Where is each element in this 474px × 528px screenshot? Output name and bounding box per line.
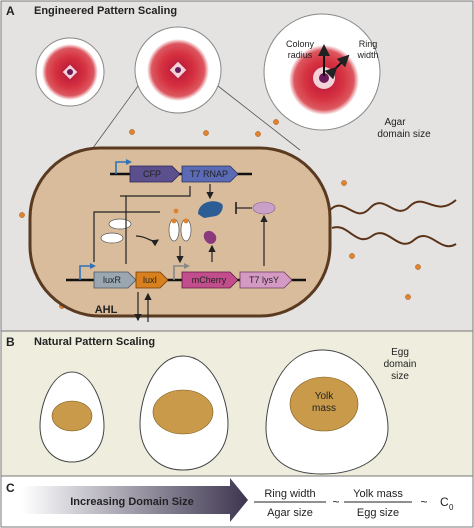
- luxr-gene: [93, 271, 137, 289]
- luxi-gene-label: luxI: [143, 275, 157, 285]
- constant-c: C: [440, 495, 449, 509]
- luxr-protein-2: [100, 232, 124, 244]
- agar-size-denominator: Agar size: [267, 507, 313, 519]
- egg-domain-label-1: Egg: [391, 347, 409, 358]
- panel-c-letter: C: [6, 481, 15, 495]
- ring-width-label-2: width: [356, 50, 378, 60]
- panel-b: B Natural Pattern Scaling Yolk mass Egg …: [0, 330, 474, 477]
- top-promoter-arrow: [115, 161, 128, 174]
- yolk-mass-label-1: Yolk: [315, 391, 335, 402]
- yolk-mass-label-2: mass: [312, 403, 336, 414]
- ring-width-numerator: Ring width: [264, 488, 315, 500]
- small-egg: [39, 371, 105, 463]
- ring-width-label-1: Ring: [359, 39, 378, 49]
- mcherry-gene-label: mCherry: [192, 275, 227, 285]
- ring-width-arrow: [324, 54, 350, 80]
- ahl-label: AHL: [95, 304, 118, 316]
- tilde-2: ~: [420, 495, 427, 509]
- lux-promoter-arrow: [173, 265, 186, 280]
- zoom-line-left: [89, 85, 139, 153]
- agar-domain-label-2: domain size: [377, 129, 431, 140]
- domain-size-arrow-label: Increasing Domain Size: [70, 496, 193, 508]
- mcherry-gene: [181, 271, 239, 289]
- t7-rnap-protein: [198, 201, 223, 218]
- medium-agar-plate: [134, 26, 222, 114]
- panel-a: A Engineered Pattern Scaling Colo: [0, 0, 474, 332]
- colony-radius-label-2: radius: [288, 50, 313, 60]
- large-yolk: [289, 376, 359, 432]
- panel-b-letter: B: [6, 335, 15, 349]
- luxr-gene-label: luxR: [103, 275, 122, 285]
- egg-domain-label-2: domain: [384, 359, 417, 370]
- egg-domain-label-3: size: [391, 371, 409, 382]
- panel-c: C Increasing Domain Size Ring width Agar…: [0, 475, 474, 528]
- large-egg: Yolk mass: [265, 349, 389, 475]
- t7-lysozyme-protein: [252, 201, 276, 215]
- constant-subscript: 0: [449, 503, 454, 512]
- flagella: [329, 199, 457, 248]
- t7-rnap-gene-label: T7 RNAP: [190, 169, 228, 179]
- t7-lysy-gene-label: T7 lysY: [249, 275, 279, 285]
- luxr-protein-1: [108, 218, 132, 230]
- panel-a-letter: A: [6, 4, 15, 18]
- luxr-promoter-arrow: [79, 265, 92, 280]
- agar-domain-label-1: Agar: [384, 117, 406, 128]
- bottom-operon: luxR luxI mCherry T7 lysY: [66, 263, 306, 289]
- ahl-diffusion-arrows: [134, 292, 152, 322]
- luxi-gene: [135, 271, 169, 289]
- medium-egg: [139, 355, 229, 471]
- small-yolk: [51, 400, 93, 432]
- large-agar-plate: Colony radius Ring width: [263, 13, 381, 131]
- top-operon: CFP T7 RNAP: [110, 159, 252, 183]
- domain-size-arrow: [22, 478, 248, 522]
- tilde-1: ~: [332, 495, 339, 509]
- colony-radius-label-1: Colony: [286, 39, 315, 49]
- zoom-line-right: [217, 85, 301, 151]
- cfp-gene-label: CFP: [143, 169, 161, 179]
- egg-size-denominator: Egg size: [357, 507, 399, 519]
- t7-lysy-gene: [239, 271, 293, 289]
- panel-a-title: Engineered Pattern Scaling: [34, 5, 177, 17]
- intracellular-ahl: [173, 208, 179, 214]
- cfp-gene: [129, 165, 181, 183]
- small-agar-plate: [35, 37, 105, 107]
- medium-yolk: [152, 389, 214, 435]
- yolk-mass-numerator: Yolk mass: [353, 488, 403, 500]
- mcherry-protein: [203, 230, 217, 244]
- t7-rnap-gene: [181, 165, 239, 183]
- regulatory-arrows: [93, 184, 268, 266]
- panel-b-title: Natural Pattern Scaling: [34, 336, 155, 348]
